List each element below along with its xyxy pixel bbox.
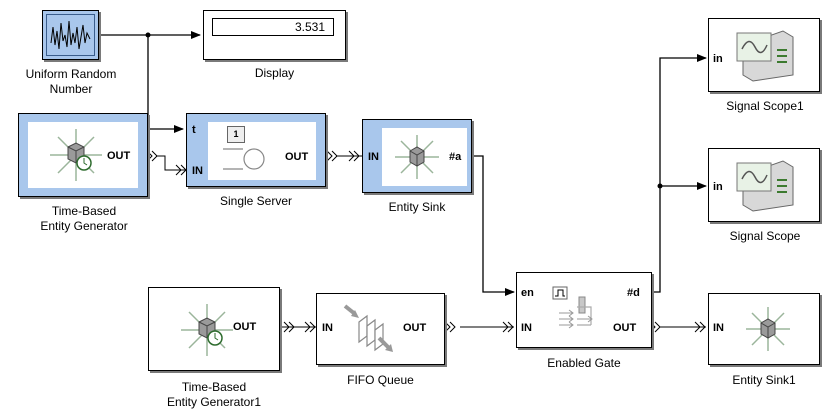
entity-sink1-block[interactable]: IN [708, 293, 820, 365]
time-based-entity-generator-block[interactable]: OUT [18, 113, 148, 197]
scope-icon [736, 30, 794, 82]
enabled-gate-label: Enabled Gate [547, 356, 621, 370]
single-server-block[interactable]: t IN OUT 1 [186, 113, 326, 187]
single-server-label: Single Server [219, 194, 293, 208]
sink-port-in: IN [368, 151, 379, 163]
uniform-random-number-label: Uniform Random Number [25, 67, 117, 96]
entity-generator-icon [50, 129, 102, 181]
line-random-to-server-t [147, 35, 184, 133]
fifo-port-in: IN [322, 322, 333, 334]
time-based-entity-generator1-block[interactable]: OUT [148, 287, 280, 371]
line-gen-to-server [156, 155, 186, 171]
line-gate-to-scope1 [653, 54, 707, 293]
uniform-random-number-block[interactable] [42, 10, 99, 60]
time-based-entity-generator1-label: Time-Based Entity Generator1 [166, 380, 262, 409]
signal-scope1-label: Signal Scope1 [726, 99, 804, 113]
display-label: Display [254, 66, 295, 80]
random-signal-icon [50, 20, 91, 50]
enabled-gate-block[interactable]: en #d IN OUT [516, 272, 652, 348]
server-icon [223, 148, 265, 170]
entity-sink-block[interactable]: IN #a [362, 119, 472, 193]
branch-point [657, 183, 663, 189]
signal-scope-label: Signal Scope [729, 229, 801, 243]
server-port-out: OUT [285, 151, 309, 163]
gate-port-d: #d [627, 287, 640, 299]
gate-port-in: IN [521, 322, 532, 334]
enabled-gate-icon [552, 286, 593, 329]
gen-port-out: OUT [107, 150, 131, 162]
fifo-port-out: OUT [403, 322, 427, 334]
server-port-in: IN [192, 165, 203, 177]
entity-sink1-label: Entity Sink1 [732, 373, 796, 387]
scope1-port-in: in [713, 53, 723, 65]
time-based-entity-generator-label: Time-Based Entity Generator [40, 204, 128, 233]
scope-icon [736, 160, 794, 212]
entity-sink-label: Entity Sink [388, 200, 446, 214]
gate-port-out: OUT [613, 322, 637, 334]
scope-port-in: in [713, 181, 723, 193]
signal-scope-block[interactable]: in [708, 148, 820, 222]
gen1-port-out: OUT [233, 321, 257, 333]
entity-sink-icon [746, 307, 790, 351]
display-value: 3.531 [212, 18, 334, 36]
entity-generator-icon [181, 304, 233, 356]
signal-scope1-block[interactable]: in [708, 18, 820, 92]
sink-port-a: #a [449, 151, 462, 163]
server-port-t: t [192, 124, 196, 136]
server-counter: 1 [227, 126, 245, 143]
fifo-queue-label: FIFO Queue [347, 373, 414, 387]
line-sink-to-gate-en [472, 155, 515, 296]
sink1-port-in: IN [713, 322, 724, 334]
entity-sink-icon [395, 135, 439, 179]
display-block[interactable]: 3.531 [203, 10, 346, 60]
fifo-queue-block[interactable]: IN OUT [316, 293, 445, 365]
gate-port-en: en [521, 287, 534, 299]
fifo-queue-icon [343, 304, 393, 352]
